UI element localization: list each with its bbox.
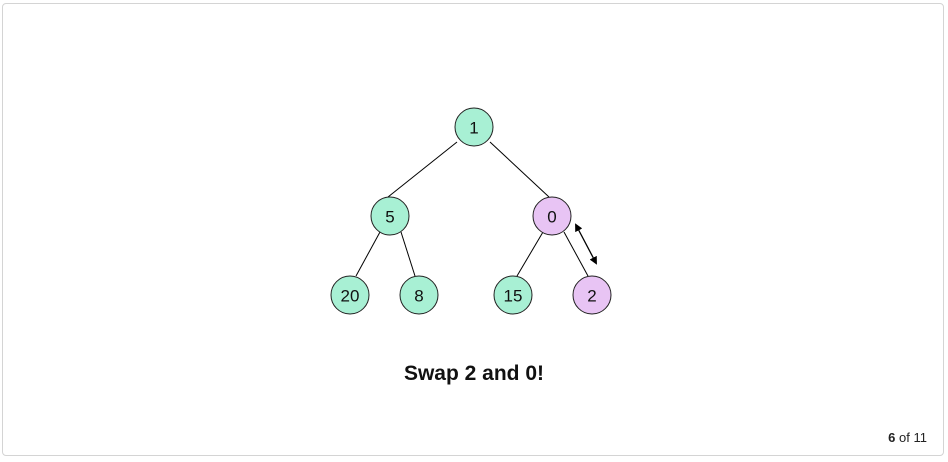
node-label: 8 [414, 287, 423, 306]
page-separator: of [899, 430, 910, 445]
step-caption: Swap 2 and 0! [403, 362, 545, 385]
tree-node: 1 [454, 107, 494, 147]
node-label: 15 [504, 287, 523, 306]
tree-node: 5 [370, 196, 410, 236]
node-label: 20 [341, 287, 360, 306]
current-page-number: 6 [888, 430, 896, 445]
node-circle [370, 196, 410, 236]
node-label: 0 [547, 208, 556, 227]
tree-node: 0 [532, 196, 572, 236]
edge-5-8 [400, 231, 416, 277]
edge-1-5 [387, 141, 458, 198]
node-circle [330, 275, 370, 315]
total-page-count: 11 [913, 430, 928, 445]
node-label: 2 [587, 287, 596, 306]
tree-node: 8 [399, 275, 439, 315]
node-label: 5 [385, 208, 394, 227]
page-indicator: 6 of 11 [888, 430, 927, 445]
node-label: 1 [469, 119, 478, 138]
swap-arrow-icon [575, 223, 597, 265]
node-circle [399, 275, 439, 315]
tree-node: 15 [493, 275, 533, 315]
heap-tree-diagram: 1 5 0 20 8 15 2 [330, 107, 612, 315]
tree-node: 20 [330, 275, 370, 315]
node-circle [493, 275, 533, 315]
node-circle [532, 196, 572, 236]
edge-0-2 [563, 231, 589, 277]
tree-node: 2 [572, 275, 612, 315]
edge-5-20 [355, 231, 381, 277]
edge-0-15 [516, 231, 544, 277]
node-circle [454, 107, 494, 147]
node-circle [572, 275, 612, 315]
slide-panel: 1 5 0 20 8 15 2 Swap 2 and 0! 6 of [2, 3, 944, 456]
edge-1-0 [489, 141, 550, 198]
